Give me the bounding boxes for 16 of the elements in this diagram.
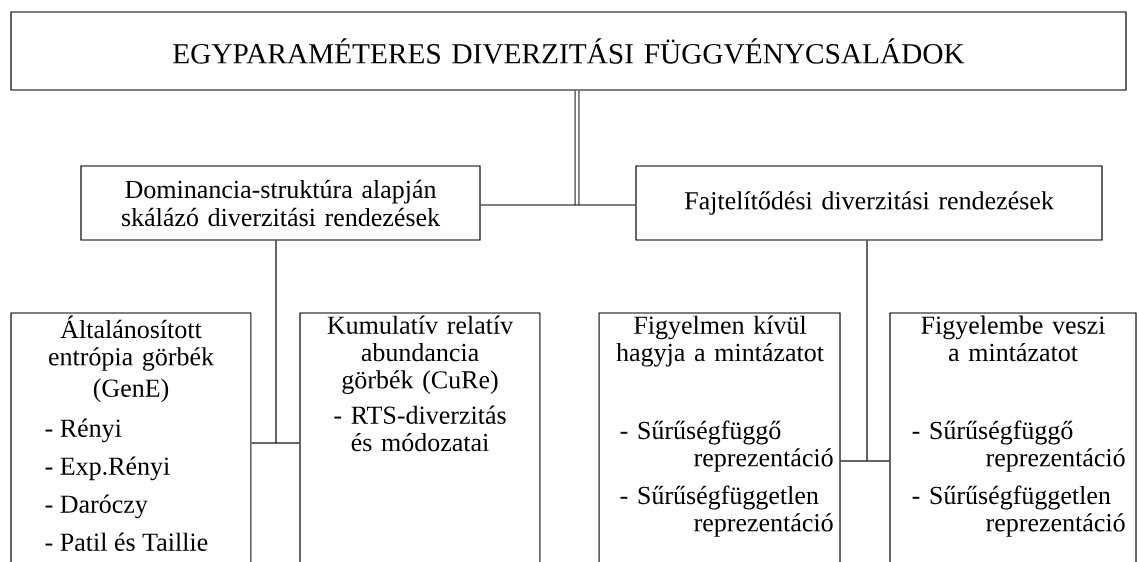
connector-line (866, 240, 868, 462)
connector-line (576, 204, 636, 206)
list-box: Figyelembe veszi a mintázatot - Sűrűségfüggő reprezentáció - Sűrűségfüggetlen reprezentáció (889, 312, 1137, 562)
category-box: Fajtelítődési diverzitási rendezések (635, 165, 1103, 241)
connector-line (275, 240, 277, 444)
category-box: Dominancia-struktúra alapján skálázó diverzitási rendezések (80, 165, 481, 241)
list-box: Kumulatív relatív abundancia görbék (CuRe) - RTS-diverzitás és módozatai (299, 312, 541, 562)
connector-line (840, 460, 868, 462)
connector-line (251, 442, 277, 444)
connector-line (275, 442, 300, 444)
connector-line (574, 90, 580, 205)
title-box: EGYPARAMÉTERES DIVERZITÁSI FÜGGVÉNYCSALÁDOK (10, 11, 1127, 91)
list-box: Általánosított entrópia görbék (GenE) - Rényi - Exp.Rényi - Daróczy - Patil és Taillie (10, 312, 252, 562)
connector-line (866, 460, 890, 462)
list-box: Figyelmen kívül hagyja a mintázatot - Sűrűségfüggő reprezentáció - Sűrűségfüggetlen reprezentáció (598, 312, 841, 562)
connector-line (480, 204, 578, 206)
